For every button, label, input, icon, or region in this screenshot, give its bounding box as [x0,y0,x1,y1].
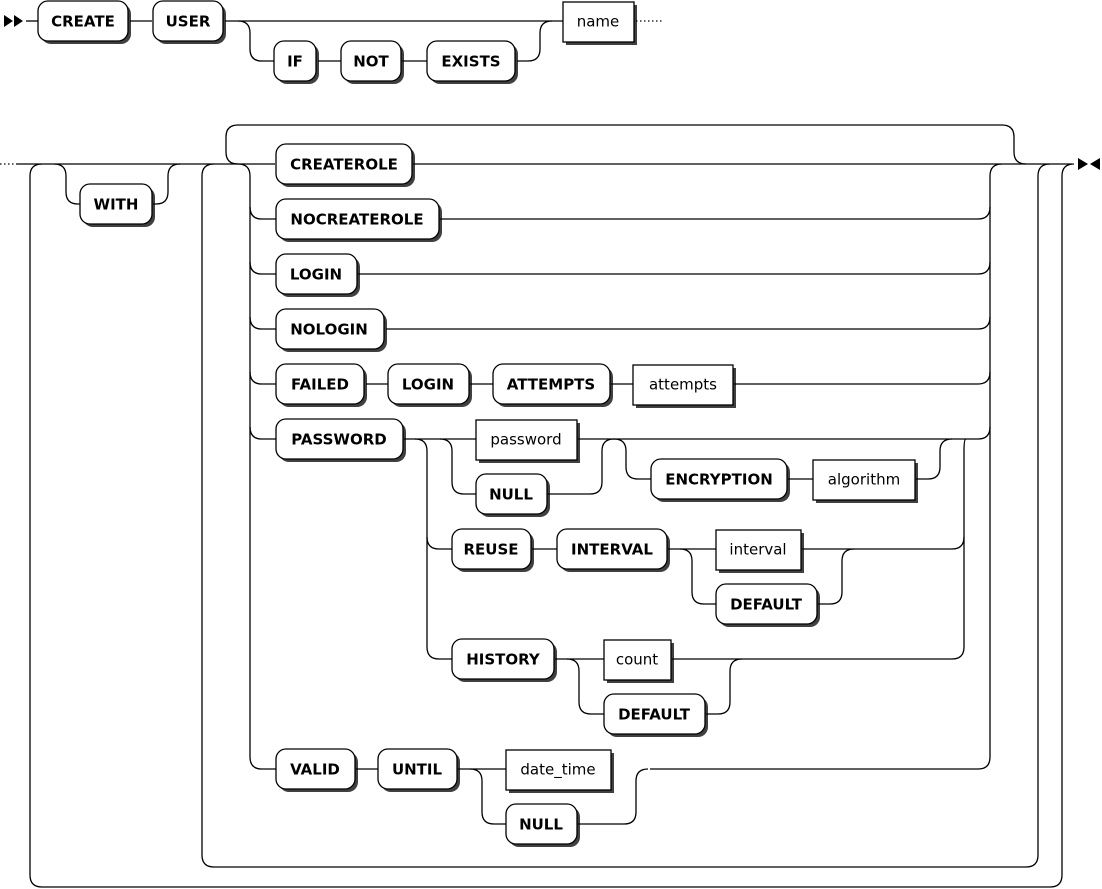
keyword-login-label: LOGIN [290,266,342,284]
keyword-if: IF [273,40,319,84]
keyword-interval: INTERVAL [556,528,670,572]
term-attempts-label: attempts [649,376,717,394]
keyword-not-label: NOT [353,53,389,71]
keyword-failed-label: FAILED [291,376,349,394]
term-password: password [475,419,580,463]
keyword-interval-label: INTERVAL [571,541,653,559]
keyword-not: NOT [340,40,404,84]
keyword-until-label: UNTIL [392,761,443,779]
term-attempts: attempts [632,364,736,408]
keyword-with: WITH [79,183,155,227]
term-algorithm: algorithm [812,459,918,503]
keyword-create-label: CREATE [51,13,115,31]
keyword-password: PASSWORD [275,418,406,462]
keyword-reuse-default: DEFAULT [715,583,820,627]
keyword-user: USER [152,0,226,44]
start-marker-icon [4,15,23,27]
term-name-label: name [577,13,620,31]
keyword-history: HISTORY [451,638,557,682]
keyword-createrole-label: CREATEROLE [290,156,398,174]
keyword-valid-label: VALID [290,761,340,779]
keyword-attempts: ATTEMPTS [492,363,613,407]
keyword-until-null-label: NULL [519,816,563,834]
keyword-with-label: WITH [94,196,139,214]
term-date-time-label: date_time [520,761,595,780]
keyword-create: CREATE [37,0,131,44]
keyword-password-label: PASSWORD [291,431,386,449]
keyword-nocreaterole-label: NOCREATEROLE [290,211,423,229]
keyword-nologin: NOLOGIN [275,308,387,352]
term-name: name [562,1,637,45]
keyword-nologin-label: NOLOGIN [290,321,368,339]
rail-lines [0,20,1075,888]
keyword-encryption: ENCRYPTION [650,458,790,502]
keyword-createrole: CREATEROLE [275,143,415,187]
keyword-failed: FAILED [275,363,367,407]
keyword-if-label: IF [287,53,303,71]
term-password-label: password [490,431,561,449]
keyword-attempts-label: ATTEMPTS [507,376,595,394]
keyword-until: UNTIL [377,748,460,792]
keyword-login: LOGIN [275,253,360,297]
term-count-label: count [616,651,658,669]
keyword-reuse-label: REUSE [463,541,518,559]
term-interval-label: interval [729,541,786,559]
keyword-exists-label: EXISTS [441,53,500,71]
keyword-failed-login-label: LOGIN [402,376,454,394]
keyword-failed-login: LOGIN [387,363,472,407]
keyword-history-default: DEFAULT [603,693,708,737]
term-date-time: date_time [505,749,614,793]
keyword-history-default-label: DEFAULT [618,706,691,724]
keyword-password-null-label: NULL [489,486,533,504]
keyword-exists: EXISTS [426,40,518,84]
term-count: count [603,639,674,683]
keyword-reuse-default-label: DEFAULT [730,596,803,614]
keyword-reuse: REUSE [451,528,534,572]
end-marker-icon [1078,158,1100,170]
keyword-valid: VALID [275,748,358,792]
keyword-nocreaterole: NOCREATEROLE [275,198,442,242]
keyword-user-label: USER [166,13,211,31]
keyword-encryption-label: ENCRYPTION [665,471,773,489]
keyword-password-null: NULL [475,473,550,517]
term-algorithm-label: algorithm [828,471,900,489]
term-interval: interval [715,529,804,573]
keyword-history-label: HISTORY [466,651,541,669]
keyword-until-null: NULL [505,803,580,847]
